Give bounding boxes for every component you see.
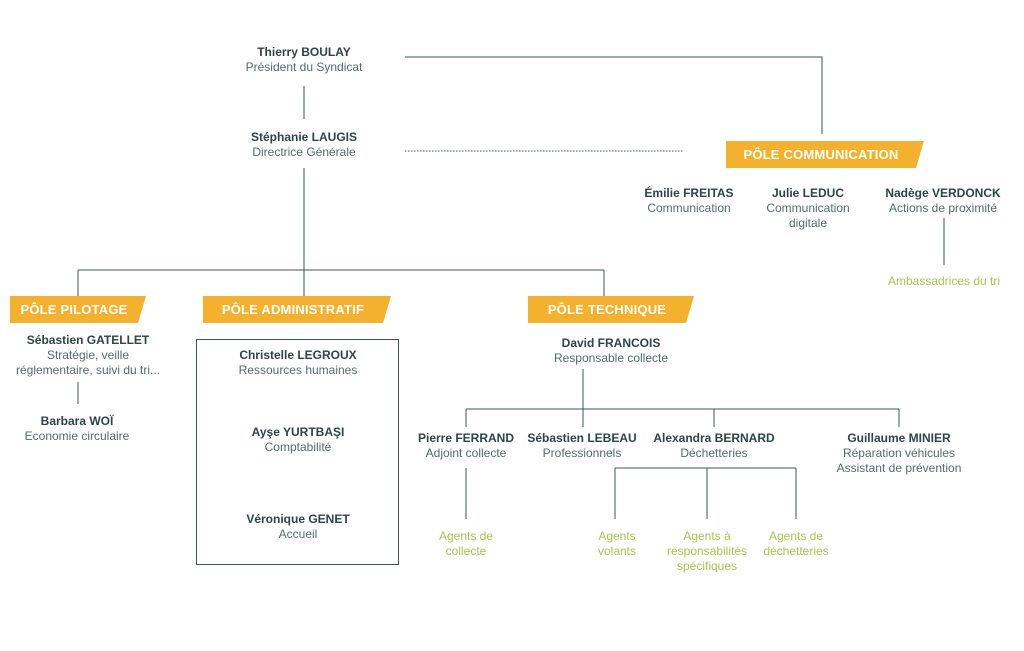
technique-member-ferrand: Pierre FERRAND Adjoint collecte: [406, 431, 526, 461]
member-role: Ressources humaines: [238, 363, 358, 377]
member-name: Barbara WOÏ: [40, 414, 114, 428]
administratif-box: [196, 339, 399, 565]
agent-line1: Agents: [598, 529, 636, 543]
agent-line1: Agents de: [438, 529, 494, 543]
admin-member-genet: Véronique GENET Accueil: [198, 512, 398, 542]
agent-line1: Agents de: [768, 529, 824, 543]
president-role: Président du Syndicat: [245, 60, 363, 74]
member-role-line1: Stratégie, veille: [46, 348, 130, 362]
technique-member-lebeau: Sébastien LEBEAU Professionnels: [521, 431, 643, 461]
agent-line2: collecte: [445, 544, 487, 558]
agents-collecte: Agents de collecte: [416, 529, 516, 559]
member-role: Actions de proximité: [888, 201, 998, 215]
agent-line1: Agents à: [683, 529, 731, 543]
agent-line2: déchetteries: [763, 544, 829, 558]
member-name: Véronique GENET: [246, 512, 350, 526]
pilotage-member-gatellet: Sébastien GATELLET Stratégie, veille rég…: [2, 333, 174, 378]
pilotage-member-woi: Barbara WOÏ Economie circulaire: [2, 414, 152, 444]
agent-line2: responsabilités: [666, 544, 748, 558]
connector-president-communication: [405, 56, 823, 134]
member-name: Christelle LEGROUX: [239, 348, 357, 362]
member-role: Accueil: [278, 527, 318, 541]
agent-line2: volants: [597, 544, 637, 558]
member-role-line2: Assistant de prévention: [836, 461, 962, 475]
agents-volants: Agents volants: [572, 529, 662, 559]
director-role: Directrice Générale: [252, 145, 356, 159]
admin-member-legroux: Christelle LEGROUX Ressources humaines: [198, 348, 398, 378]
director-block: Stéphanie LAUGIS Directrice Générale: [214, 130, 394, 160]
comm-member-verdonck: Nadège VERDONCK Actions de proximité: [872, 186, 1014, 216]
member-name: Émilie FREITAS: [644, 186, 734, 200]
agents-ambassadrices: Ambassadrices du tri: [887, 274, 1001, 288]
comm-member-leduc: Julie LEDUC Communication digitale: [753, 186, 863, 231]
president-name: Thierry BOULAY: [257, 45, 351, 59]
member-role: Déchetteries: [680, 446, 748, 460]
technique-member-bernard: Alexandra BERNARD Déchetteries: [648, 431, 780, 461]
member-name: Guillaume MINIER: [847, 431, 951, 445]
member-role: Economie circulaire: [24, 429, 130, 443]
member-name: Sébastien LEBEAU: [527, 431, 637, 445]
technique-member-minier: Guillaume MINIER Réparation véhicules As…: [826, 431, 972, 476]
member-role: Communication: [647, 201, 731, 215]
member-role: Adjoint collecte: [425, 446, 507, 460]
pole-pilotage-header: PÔLE PILOTAGE: [10, 296, 146, 323]
pole-technique-header: PÔLE TECHNIQUE: [528, 296, 694, 323]
pole-communication-header: PÔLE COMMUNICATION: [726, 141, 924, 168]
member-role-line1: Communication: [766, 201, 850, 215]
member-name: Julie LEDUC: [771, 186, 844, 200]
member-role: Comptabilité: [264, 440, 332, 454]
agent-line3: spécifiques: [676, 559, 738, 573]
agents-dechetteries: Agents de déchetteries: [746, 529, 846, 559]
technique-head-francois: David FRANCOIS Responsable collecte: [511, 336, 711, 366]
admin-member-yurtbasi: Ayşe YURTBAŞI Comptabilité: [198, 425, 398, 455]
pole-administratif-header: PÔLE ADMINISTRATIF: [203, 296, 391, 323]
member-role: Professionnels: [542, 446, 622, 460]
member-name: Ayşe YURTBAŞI: [251, 425, 345, 439]
director-name: Stéphanie LAUGIS: [250, 130, 357, 144]
comm-member-freitas: Émilie FREITAS Communication: [628, 186, 750, 216]
president-block: Thierry BOULAY Président du Syndicat: [214, 45, 394, 75]
member-name: David FRANCOIS: [561, 336, 661, 350]
member-name: Nadège VERDONCK: [885, 186, 1001, 200]
member-name: Pierre FERRAND: [417, 431, 515, 445]
member-role: Responsable collecte: [553, 351, 669, 365]
member-name: Sébastien GATELLET: [26, 333, 150, 347]
agents-responsabilites: Agents à responsabilités spécifiques: [651, 529, 763, 574]
member-role-line2: réglementaire, suivi du tri...: [15, 363, 161, 377]
member-role-line2: digitale: [788, 216, 828, 230]
member-role-line1: Réparation véhicules: [842, 446, 956, 460]
member-name: Alexandra BERNARD: [653, 431, 775, 445]
